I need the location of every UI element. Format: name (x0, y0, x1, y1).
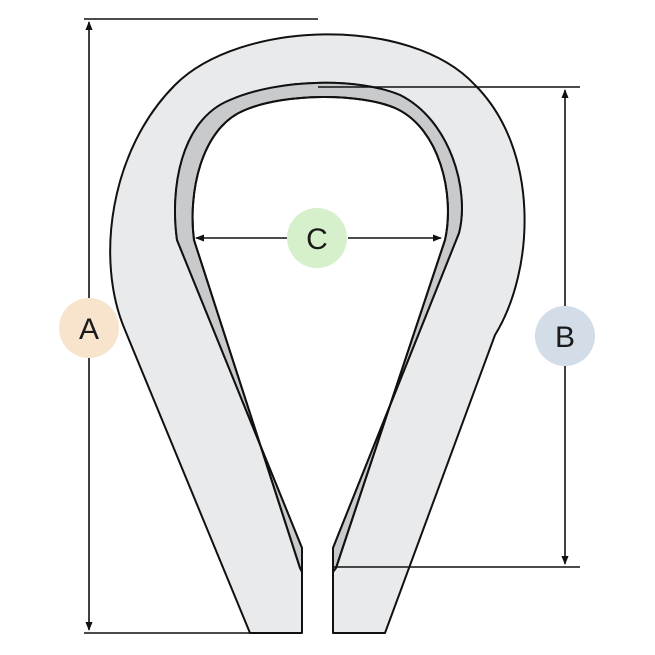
dimension-badge-b: B (535, 306, 595, 366)
dimension-label-b: B (555, 321, 575, 354)
dimension-label-a: A (79, 313, 99, 346)
inner-opening-edge (191, 96, 449, 569)
thimble-outer-body (109, 33, 526, 634)
dimension-badge-a: A (59, 298, 119, 358)
dimension-label-c: C (306, 223, 328, 256)
dimension-badge-c: C (287, 208, 347, 268)
